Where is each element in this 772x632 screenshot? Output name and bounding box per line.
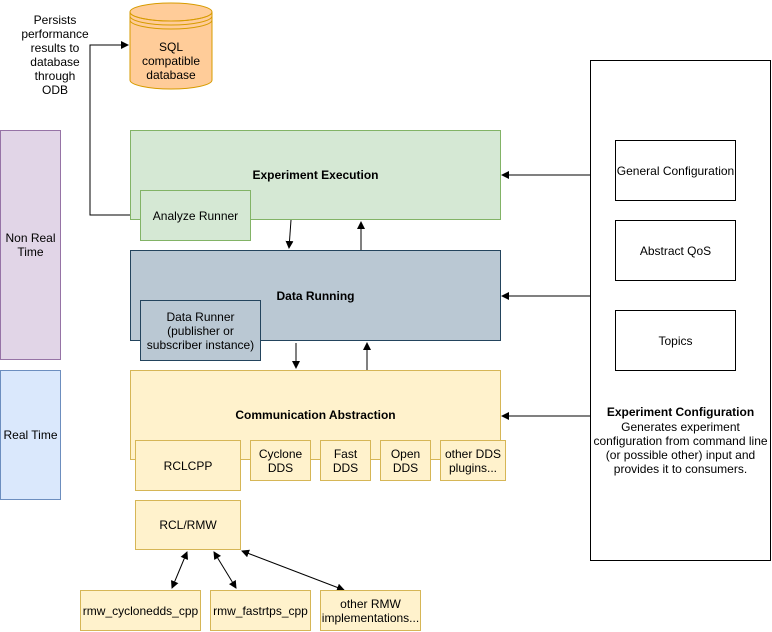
communication-abstraction-title: Communication Abstraction bbox=[235, 408, 396, 422]
plugin-other-dds: other DDS plugins... bbox=[440, 440, 506, 481]
rmw-fastrtps-box: rmw_fastrtps_cpp bbox=[210, 590, 311, 631]
experiment-execution-title: Experiment Execution bbox=[252, 168, 379, 182]
persist-arrow bbox=[89, 41, 140, 216]
database-cylinder bbox=[129, 2, 213, 90]
rmw-cyclonedds-box: rmw_cyclonedds_cpp bbox=[80, 590, 201, 631]
plugin-open-dds: Open DDS bbox=[380, 440, 431, 481]
plugin-cyclone-dds: Cyclone DDS bbox=[250, 440, 311, 481]
database-label: SQL compatible database bbox=[141, 40, 201, 82]
plugin-fast-dds: Fast DDS bbox=[320, 440, 371, 481]
persists-annotation: Persists performance results to database… bbox=[21, 13, 89, 97]
abstract-qos-box: Abstract QoS bbox=[615, 220, 736, 281]
real-time-label: Real Time bbox=[0, 370, 61, 500]
plugin-rclcpp: RCLCPP bbox=[135, 440, 241, 491]
experiment-configuration-title: Experiment Configuration bbox=[606, 405, 755, 419]
exec-to-running-arrow bbox=[285, 219, 294, 249]
rmw-other-box: other RMW implementations... bbox=[320, 590, 421, 631]
rcl-cyclone-arrow bbox=[171, 551, 188, 589]
rcl-other-arrow bbox=[241, 549, 345, 592]
non-real-time-label: Non Real Time bbox=[0, 130, 61, 360]
analyze-runner-box: Analyze Runner bbox=[140, 190, 251, 241]
rcl-fastrtps-arrow bbox=[213, 551, 237, 589]
data-running-title: Data Running bbox=[276, 288, 355, 303]
topics-box: Topics bbox=[615, 310, 736, 371]
data-runner-box: Data Runner (publisher or subscriber ins… bbox=[140, 300, 261, 361]
rcl-rmw-box: RCL/RMW bbox=[135, 500, 241, 550]
general-configuration-box: General Configuration bbox=[615, 140, 736, 201]
experiment-configuration-description: Generates experiment configuration from … bbox=[593, 420, 768, 476]
